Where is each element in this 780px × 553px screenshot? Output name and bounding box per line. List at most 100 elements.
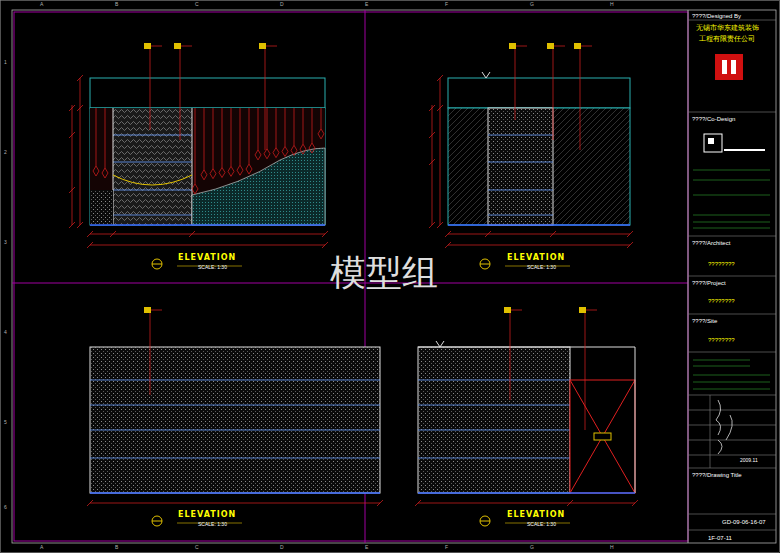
- grid-letter: B: [115, 545, 118, 550]
- grid-letter: B: [115, 2, 118, 7]
- dimension-line: [90, 503, 380, 504]
- elevation-symbol: [152, 259, 162, 269]
- callout-tag: [151, 310, 162, 311]
- grid-letter: H: [610, 545, 614, 550]
- dimension-tick: [77, 222, 83, 228]
- dimension-tick: [87, 242, 93, 248]
- grid-number: 3: [4, 240, 7, 245]
- leader-line: [510, 313, 511, 400]
- string-diamond: [237, 165, 243, 175]
- leader-line: [580, 49, 581, 150]
- elevation-symbol: [480, 259, 490, 269]
- callout-tag: [259, 43, 266, 49]
- elevation-markers: [152, 259, 570, 526]
- dimension-tick: [437, 222, 443, 228]
- grid-number: 4: [4, 330, 7, 335]
- scale-note: SCALE: 1:30: [527, 522, 556, 527]
- grid-letter: F: [445, 545, 448, 550]
- dimension-line: [432, 105, 433, 225]
- string-line: [285, 108, 286, 146]
- scale-note: SCALE: 1:30: [198, 522, 227, 527]
- grid-letter: G: [530, 545, 534, 550]
- field-value: ????????: [708, 298, 735, 304]
- string-diamond: [282, 146, 288, 156]
- string-diamond: [192, 184, 198, 194]
- grid-letter: A: [40, 2, 43, 7]
- grid-letter: H: [610, 2, 614, 7]
- dimension-line: [448, 245, 630, 246]
- grid-letter: D: [280, 2, 284, 7]
- string-diamond: [102, 168, 108, 178]
- callout-tag: [174, 43, 181, 49]
- leader-line: [265, 49, 266, 150]
- dimension-line: [418, 503, 635, 504]
- date: 2009.11: [740, 458, 758, 463]
- callout-tag: [516, 46, 527, 47]
- callout-tag: [509, 43, 516, 49]
- callout-tag: [554, 46, 565, 47]
- callout-tag: [511, 310, 522, 311]
- scale-note: SCALE: 1:30: [527, 265, 556, 270]
- callout-tag: [144, 307, 151, 313]
- callout-tag: [579, 307, 586, 313]
- dimension-tick: [567, 500, 573, 506]
- grid-letter: A: [40, 545, 43, 550]
- dimension-tick: [87, 500, 93, 506]
- callout-tag: [181, 46, 192, 47]
- elevation-symbol: [152, 264, 162, 265]
- callout-tag: [266, 46, 277, 47]
- leader-line: [150, 313, 151, 395]
- string-line: [195, 108, 196, 184]
- dimension-tick: [189, 231, 195, 237]
- dimension-line: [90, 234, 325, 235]
- string-diamond: [93, 166, 99, 176]
- string-diamond: [228, 166, 234, 176]
- dimension-line: [448, 234, 630, 235]
- title-field: ????/Site: [692, 318, 717, 324]
- view-title: ELEVATION: [178, 254, 236, 262]
- title-field: ????/Co-Design: [692, 116, 735, 122]
- grid-letter: C: [195, 545, 199, 550]
- leader-line: [180, 49, 181, 140]
- drawing-number: 1F-07-11: [708, 535, 732, 541]
- grid-number: 1: [4, 60, 7, 65]
- string-line: [276, 108, 277, 148]
- dimension-tick: [429, 105, 435, 111]
- string-diamond: [273, 148, 279, 158]
- callout-tag: [574, 43, 581, 49]
- elevation-symbol: [152, 521, 162, 522]
- elevation-symbol: [152, 516, 162, 526]
- leader-line: [515, 49, 516, 120]
- dimension-tick: [550, 231, 556, 237]
- string-line: [240, 108, 241, 165]
- view-title: ELEVATION: [178, 511, 236, 519]
- grid-letter: D: [280, 545, 284, 550]
- leader-line: [585, 313, 586, 430]
- dimension-line: [90, 245, 325, 246]
- string-diamond: [291, 145, 297, 155]
- dimension-tick: [445, 231, 451, 237]
- grid-letter: F: [445, 2, 448, 7]
- grid-number: 2: [4, 150, 7, 155]
- string-diamond: [255, 150, 261, 160]
- dimension-tick: [377, 500, 383, 506]
- string-line: [105, 108, 106, 168]
- leader-line: [150, 49, 151, 130]
- dimension-tick: [69, 222, 75, 228]
- dimension-tick: [632, 500, 638, 506]
- dimension-tick: [110, 231, 116, 237]
- title-field: ????/Project: [692, 280, 726, 286]
- string-line: [231, 108, 232, 166]
- string-line: [294, 108, 295, 145]
- dimension-tick: [69, 105, 75, 111]
- grid-letter: G: [530, 2, 534, 7]
- dimension-tick: [322, 231, 328, 237]
- string-line: [312, 108, 313, 143]
- dimension-tick: [429, 222, 435, 228]
- string-diamond: [318, 129, 324, 139]
- string-line: [267, 108, 268, 149]
- callout-tag: [547, 43, 554, 49]
- string-diamond: [210, 169, 216, 179]
- string-line: [213, 108, 214, 169]
- grid-letter: E: [365, 2, 368, 7]
